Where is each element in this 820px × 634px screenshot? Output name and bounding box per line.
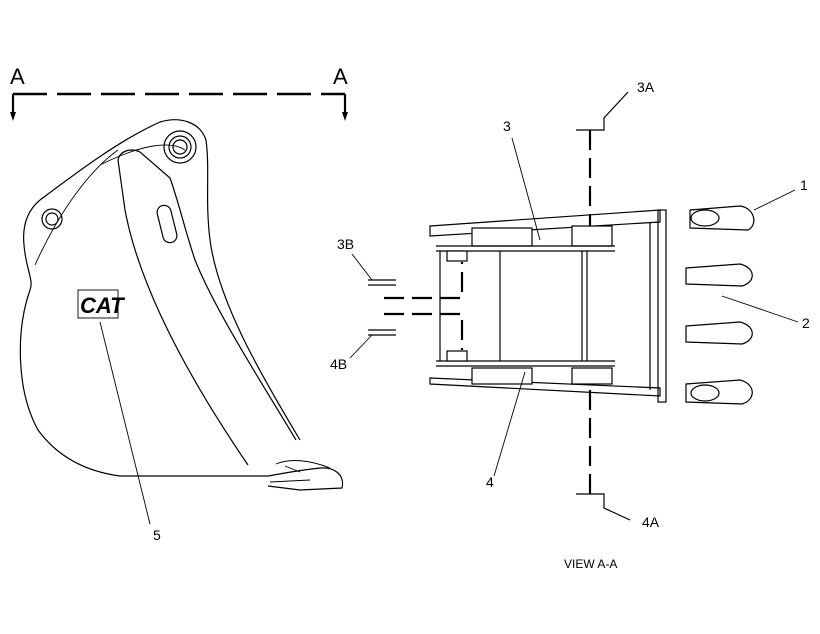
section-line-a-a: A A (10, 64, 348, 121)
view-a-a: 3A 4A 3B 4B (330, 79, 810, 571)
view-caption: VIEW A-A (564, 557, 617, 571)
section-label-left: A (10, 64, 25, 89)
callout-4a: 4A (642, 514, 660, 530)
callout-3: 3 (503, 118, 511, 134)
callout-3a: 3A (637, 79, 655, 95)
section-label-right: A (333, 64, 348, 89)
bucket-side-view: CAT 5 (19, 119, 344, 543)
callout-2: 2 (802, 315, 810, 331)
callout-4b: 4B (330, 356, 347, 372)
cat-logo: CAT (80, 293, 125, 318)
callout-1: 1 (800, 177, 808, 193)
callout-3b: 3B (337, 236, 354, 252)
callout-5: 5 (153, 527, 161, 543)
callout-4: 4 (486, 474, 494, 490)
